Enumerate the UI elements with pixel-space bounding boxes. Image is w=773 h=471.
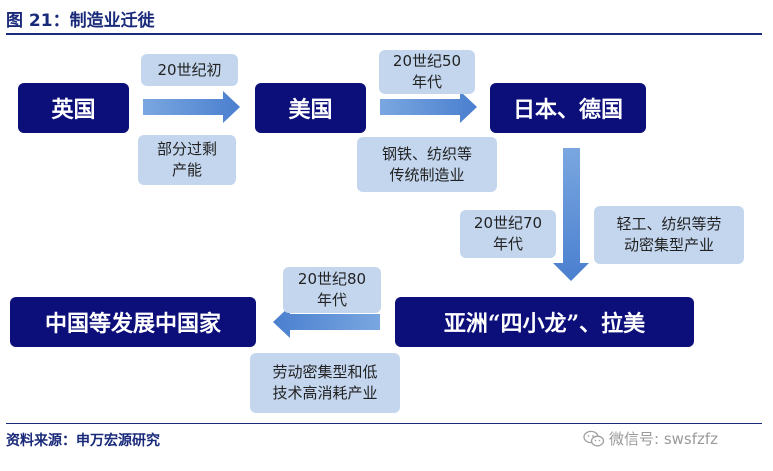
node-asia-latam: 亚洲“四小龙”、拉美 (395, 297, 694, 347)
era-label-4: 20世纪80 年代 (283, 267, 381, 313)
reason-label-3: 轻工、纺织等劳 动密集型产业 (594, 206, 744, 264)
reason-label-4: 劳动密集型和低 技术高消耗产业 (250, 353, 400, 413)
node-us: 美国 (255, 83, 366, 133)
wechat-watermark: 微信号: swsfzfz (583, 428, 718, 449)
title-divider (6, 33, 762, 35)
arrow-japan-germany-to-asia (553, 148, 589, 281)
source-note: 资料来源：申万宏源研究 (6, 433, 160, 449)
arrow-asia-to-china (273, 306, 380, 338)
reason-label-2-text: 钢铁、纺织等 传统制造业 (381, 144, 472, 184)
footer-divider (6, 423, 762, 424)
arrow-us-to-japan-germany (380, 91, 477, 123)
watermark-text: 微信号: swsfzfz (609, 430, 719, 448)
reason-label-1: 部分过剩 产能 (138, 135, 236, 185)
reason-label-3-text: 轻工、纺织等劳 动密集型产业 (616, 215, 722, 254)
era-label-2-text: 20世纪50 年代 (392, 52, 462, 91)
reason-label-1-text: 部分过剩 产能 (156, 140, 217, 179)
era-label-2: 20世纪50 年代 (379, 50, 475, 94)
node-uk: 英国 (18, 83, 129, 133)
wechat-icon (583, 430, 605, 446)
arrow-uk-to-us (143, 91, 240, 123)
reason-label-4-text: 劳动密集型和低 技术高消耗产业 (272, 363, 378, 402)
era-label-1-text: 20世纪初 (157, 60, 222, 79)
node-china: 中国等发展中国家 (10, 297, 256, 347)
figure-title: 图 21：制造业迁徙 (6, 11, 155, 31)
era-label-3-text: 20世纪70 年代 (473, 214, 543, 253)
node-japan-germany: 日本、德国 (490, 83, 646, 133)
reason-label-2: 钢铁、纺织等 传统制造业 (357, 137, 497, 192)
era-label-1: 20世纪初 (141, 54, 238, 86)
era-label-3: 20世纪70 年代 (460, 210, 556, 258)
era-label-4-text: 20世纪80 年代 (297, 270, 367, 309)
